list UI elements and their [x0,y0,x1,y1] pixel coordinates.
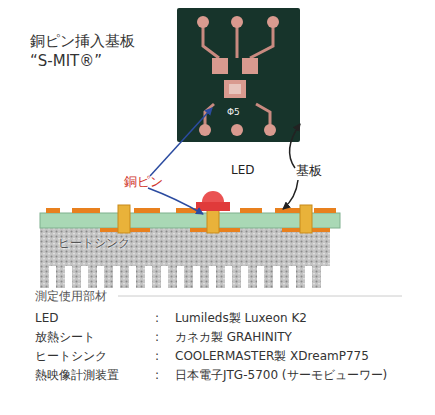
table-cell: ヒートシンク [35,349,107,363]
table-cell: COOLERMASTER製 XDreamP775 [175,349,369,363]
table-cell: LED [35,311,59,325]
table-separator: : [155,330,159,344]
diameter-mark: Φ5 [227,107,240,118]
heatsink-band: ヒートシンク [40,228,330,288]
cross-section [40,191,340,288]
table-separator: : [155,368,159,382]
part-name: ヒートシンク [58,236,130,250]
board-photo-box: Φ5 [177,8,300,142]
section-heading: 測定使用部材 [35,289,107,303]
leader-arrow [283,180,298,209]
table-cell: 放熱シート [35,330,95,344]
table-separator: : [155,349,159,363]
table-separator: : [155,311,159,325]
part-callout: 銅ピン [124,174,163,190]
table-cell: 日本電子JTG-5700 (サーモビューワー) [175,368,387,382]
leader-arrow [148,188,203,214]
table-cell: 熱映像計測装置 [35,368,119,382]
part-callout: LED [231,163,255,177]
board-photo [177,8,300,142]
diagram-title: 銅ピン挿入基板 “S-MIT®” [30,32,142,71]
table-cell: Lumileds製 Luxeon K2 [175,311,307,325]
table-cell: カネカ製 GRAHINITY [175,330,292,344]
part-callout: 基板 [296,163,322,179]
rule-line [118,296,402,297]
leader-arrow [150,108,212,176]
leader-arrow [290,124,300,168]
